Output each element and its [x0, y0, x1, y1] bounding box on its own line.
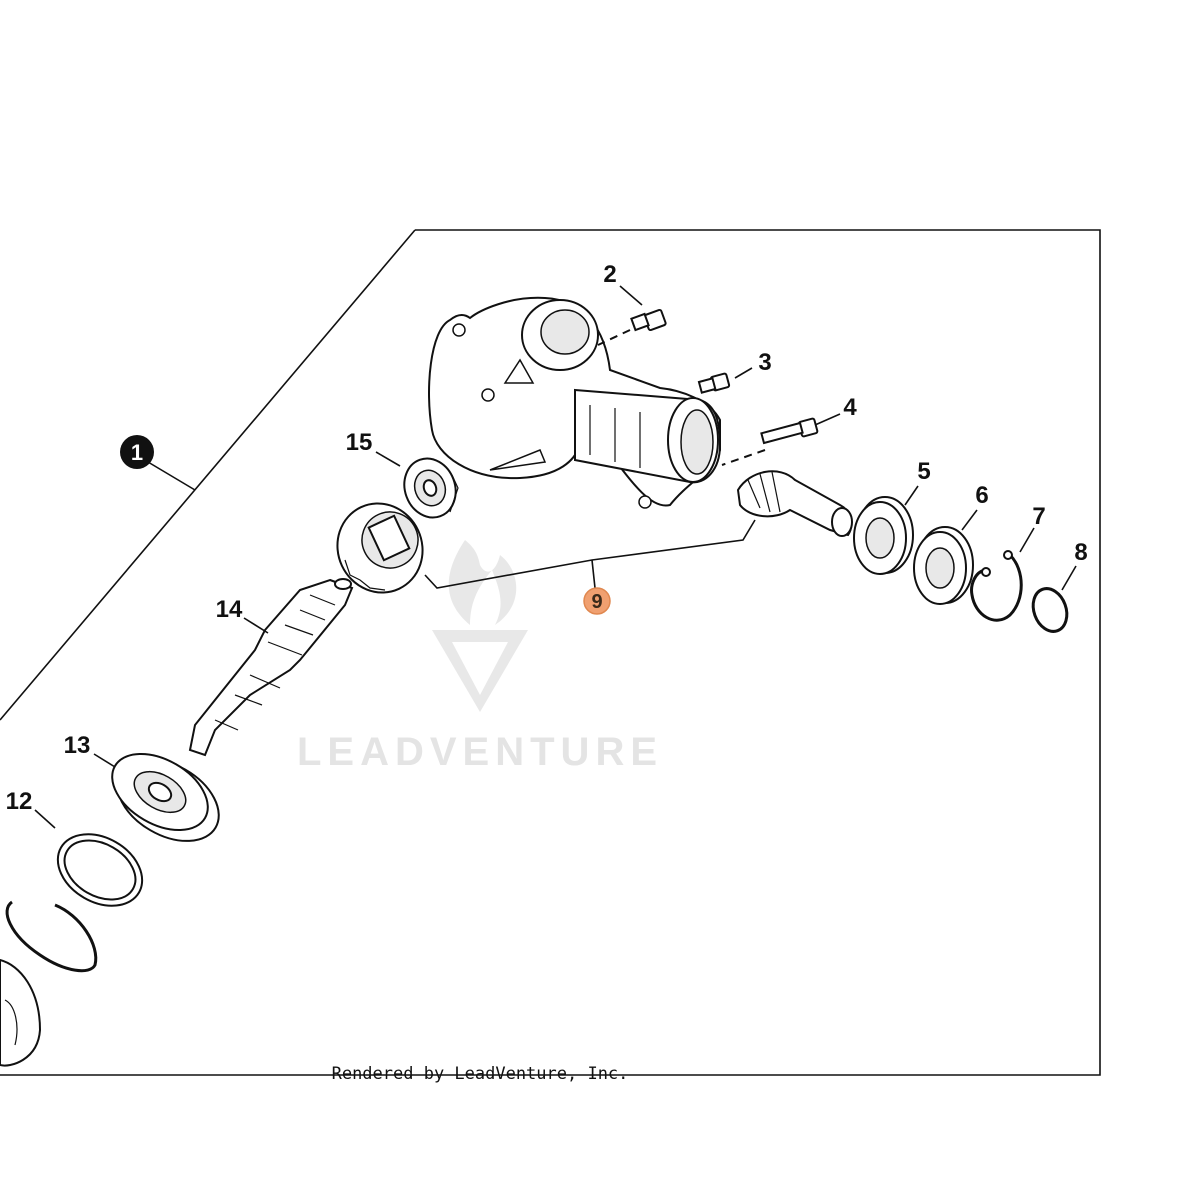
assembly-boundary [0, 229, 1101, 1076]
leader-12 [34, 809, 56, 829]
pinion-gear-shaft[interactable] [736, 470, 853, 537]
leader-4 [814, 413, 841, 426]
leader-5 [904, 485, 919, 506]
callout-3[interactable]: 3 [758, 349, 771, 376]
callout-15[interactable]: 15 [346, 429, 373, 456]
spline-shaft-14[interactable] [188, 578, 354, 757]
leader-2 [619, 285, 643, 306]
leader-3 [734, 367, 753, 379]
lower-housing-partial [0, 958, 42, 1067]
callout-6[interactable]: 6 [975, 482, 988, 509]
gear-set-leader [591, 559, 596, 589]
callout-9[interactable]: 9 [583, 587, 611, 615]
snap-ring-7[interactable] [970, 550, 1023, 622]
snap-ring[interactable] [5, 900, 98, 973]
callout-14[interactable]: 14 [216, 596, 243, 623]
leader-6 [961, 509, 978, 531]
leader-8 [1061, 565, 1077, 591]
bevel-gear[interactable] [323, 489, 437, 606]
render-credit: Rendered by LeadVenture, Inc. [332, 1064, 629, 1084]
bolt-2[interactable] [597, 308, 667, 346]
callout-7[interactable]: 7 [1032, 503, 1045, 530]
callout-8[interactable]: 8 [1074, 539, 1087, 566]
ring-8[interactable] [1027, 584, 1072, 636]
gear-case-housing[interactable] [428, 296, 722, 509]
svg-text:1: 1 [131, 440, 143, 465]
callout-1[interactable]: 1 [120, 435, 154, 469]
bearing-15[interactable] [396, 451, 464, 524]
retainer-plate-12[interactable] [45, 820, 155, 920]
callout-13[interactable]: 13 [64, 732, 91, 759]
leader-15 [375, 451, 401, 467]
bearing-6[interactable] [913, 526, 974, 605]
watermark-text: LEADVENTURE [297, 730, 663, 774]
bolt-4[interactable] [721, 417, 819, 466]
bearing-13[interactable] [99, 738, 233, 858]
callout-5[interactable]: 5 [917, 458, 930, 485]
leader-13 [93, 753, 116, 768]
leader-1 [147, 461, 196, 491]
callout-2[interactable]: 2 [603, 261, 616, 288]
leader-14 [243, 617, 269, 634]
bearing-5[interactable] [853, 496, 914, 575]
assembly-boundary-diagonal [0, 229, 416, 721]
leader-7 [1019, 527, 1035, 553]
screw-3[interactable] [697, 372, 731, 394]
leadventure-watermark-logo [432, 540, 528, 712]
callout-4[interactable]: 4 [843, 394, 857, 421]
svg-text:9: 9 [591, 591, 602, 613]
callout-12[interactable]: 12 [6, 788, 33, 815]
